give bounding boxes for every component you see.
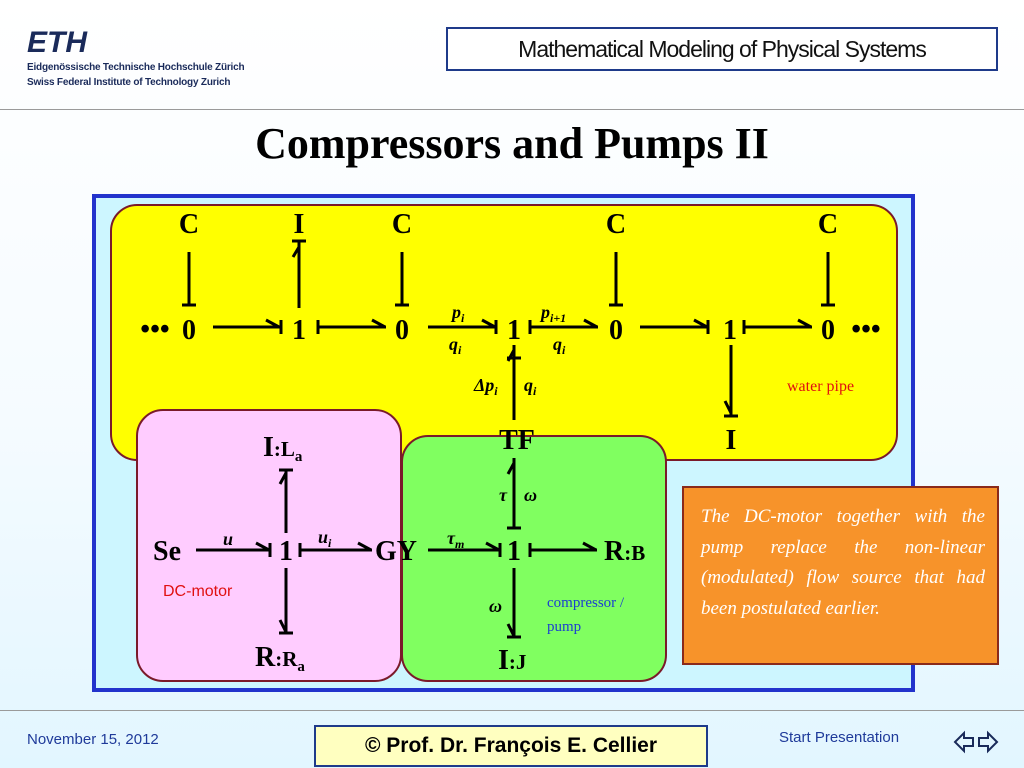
omega-label: ω — [524, 485, 537, 505]
start-presentation-link[interactable]: Start Presentation — [779, 729, 900, 746]
junction-1c: 1 — [723, 315, 737, 346]
rb-label: R:B — [604, 536, 645, 567]
motor-junction-1: 1 — [279, 536, 293, 567]
c1-label: C — [179, 209, 199, 240]
pump-junction-1: 1 — [507, 536, 521, 567]
arrow-i1 — [291, 246, 301, 258]
pump-region — [401, 435, 667, 682]
eth-logo-text: ETH — [27, 26, 88, 56]
tau-m-label: τm — [447, 528, 464, 551]
right-ellipsis: ••• — [851, 314, 880, 345]
logo-line-english: Swiss Federal Institute of Technology Zu… — [27, 77, 231, 88]
ui-label: ui — [318, 527, 332, 550]
nav-arrows-icon[interactable] — [953, 729, 999, 755]
course-title: Mathematical Modeling of Physical System… — [446, 27, 998, 71]
c4-label: C — [818, 209, 838, 240]
compressor-label-line2: pump — [547, 619, 581, 635]
label-q-i-1: qi — [449, 334, 462, 357]
eth-logo: ETH — [27, 26, 88, 56]
tau-label: τ — [499, 485, 508, 505]
note-box: The DC-motor together with the pump repl… — [682, 486, 999, 665]
c3-label: C — [606, 209, 626, 240]
logo-line-german: Eidgenössische Technische Hochschule Zür… — [27, 62, 245, 73]
junction-0b: 0 — [395, 315, 409, 346]
water-pipe-label: water pipe — [787, 378, 854, 395]
label-p-i: pi — [450, 302, 465, 325]
compressor-label-line1: compressor / — [547, 595, 625, 611]
junction-1b: 1 — [507, 315, 521, 346]
label-delta-p: Δpi — [473, 375, 498, 398]
label-q-i-3: qi — [524, 375, 537, 398]
junction-0d: 0 — [821, 315, 835, 346]
back-arrow-icon — [953, 730, 974, 754]
header-divider — [0, 109, 1024, 110]
footer-divider — [0, 710, 1024, 711]
junction-0a: 0 — [182, 315, 196, 346]
slide-title: Compressors and Pumps II — [255, 119, 769, 168]
footer-date: November 15, 2012 — [27, 731, 159, 748]
left-ellipsis: ••• — [140, 314, 169, 345]
label-p-i1: pi+1 — [539, 302, 566, 325]
label-q-i-2: qi — [553, 334, 566, 357]
footer-author: © Prof. Dr. François E. Cellier — [314, 725, 708, 767]
junction-0c: 0 — [609, 315, 623, 346]
ij-label: I:J — [498, 645, 526, 676]
u-label: u — [223, 529, 233, 549]
i-bottom-label: I — [726, 425, 737, 456]
omega2-label: ω — [489, 596, 502, 616]
dc-motor-label: DC-motor — [163, 583, 233, 600]
c2-label: C — [392, 209, 412, 240]
i1-label: I — [294, 209, 305, 240]
junction-1a: 1 — [292, 315, 306, 346]
i-la-label: I:La — [263, 432, 303, 465]
tf-label: TF — [499, 425, 535, 456]
gy-label: GY — [375, 536, 417, 567]
r-ra-label: R:Ra — [255, 642, 305, 675]
forward-arrow-icon — [978, 730, 999, 754]
se-label: Se — [153, 536, 181, 567]
